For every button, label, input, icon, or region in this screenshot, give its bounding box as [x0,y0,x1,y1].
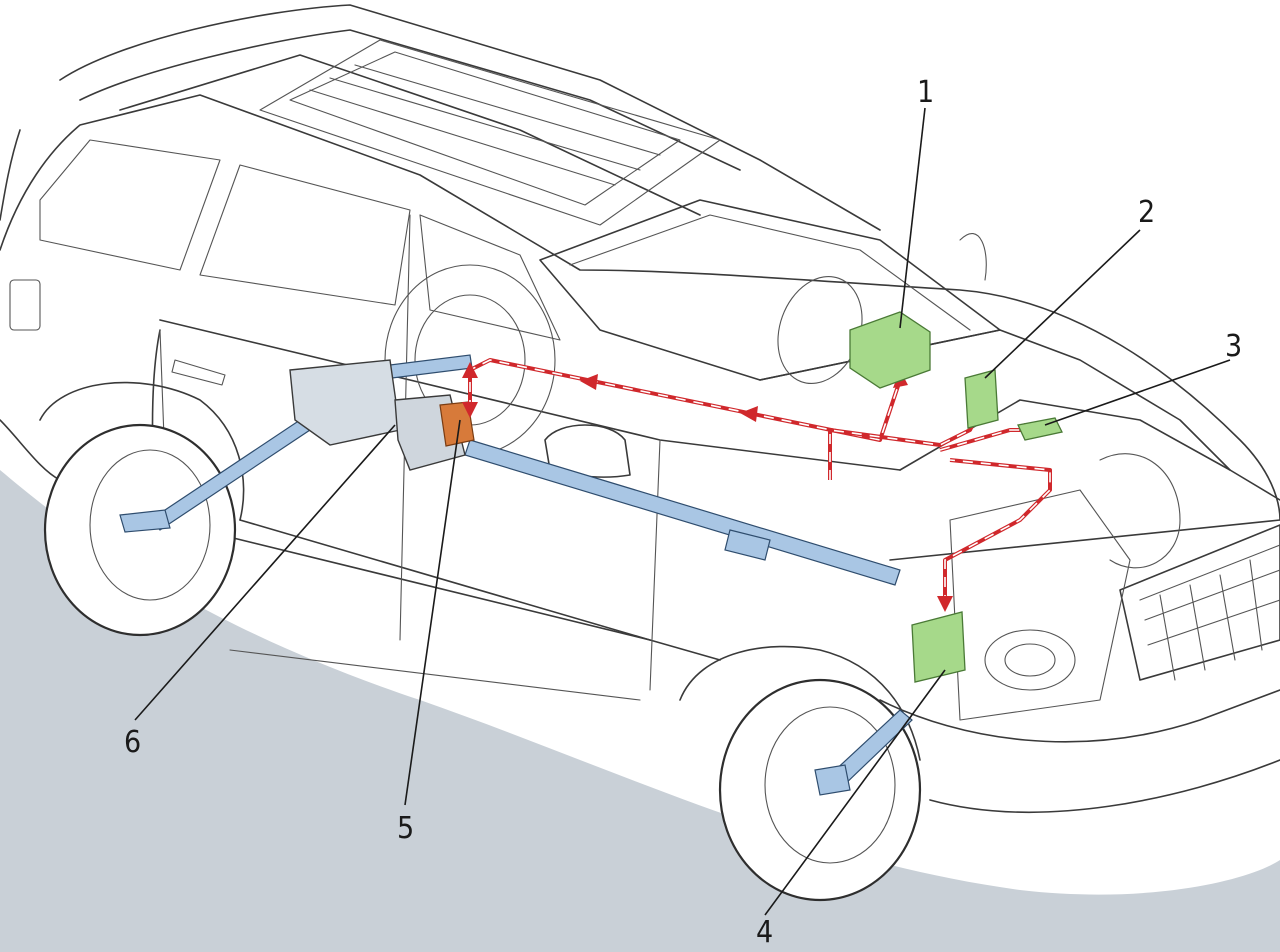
body-outline [0,94,1280,701]
control-modules [849,311,1063,683]
rear-hub [119,509,171,533]
callout-number-3: 3 [1225,329,1242,364]
callout-numbers: 1 2 3 4 5 6 [124,75,1242,950]
callout-number-4: 4 [756,915,773,950]
callout-number-5: 5 [397,811,414,846]
module-1 [849,311,931,389]
propeller-shaft [464,439,901,586]
ground-shadow [0,470,1280,952]
leader-5 [404,419,461,806]
coupling-control-unit [439,401,475,447]
prop-joint [724,529,771,561]
callout-number-2: 2 [1138,195,1155,230]
leader-4 [764,669,946,916]
callout-number-1: 1 [917,75,934,110]
leader-6 [134,424,396,721]
leader-1 [899,107,926,329]
module-2 [964,369,999,429]
module-4 [911,611,966,683]
front-hub [814,764,851,796]
rear-differential [289,359,401,446]
front-outline [544,233,1280,813]
leader-3 [1044,359,1231,426]
drivetrain [119,354,913,796]
bus-line-engine [943,458,1052,605]
roof-outline [59,4,881,231]
can-bus-lines [462,358,1052,612]
leader-2 [984,229,1141,379]
rear-wheel [39,381,245,637]
callout-leaders [134,107,1231,916]
callout-number-6: 6 [124,725,141,760]
